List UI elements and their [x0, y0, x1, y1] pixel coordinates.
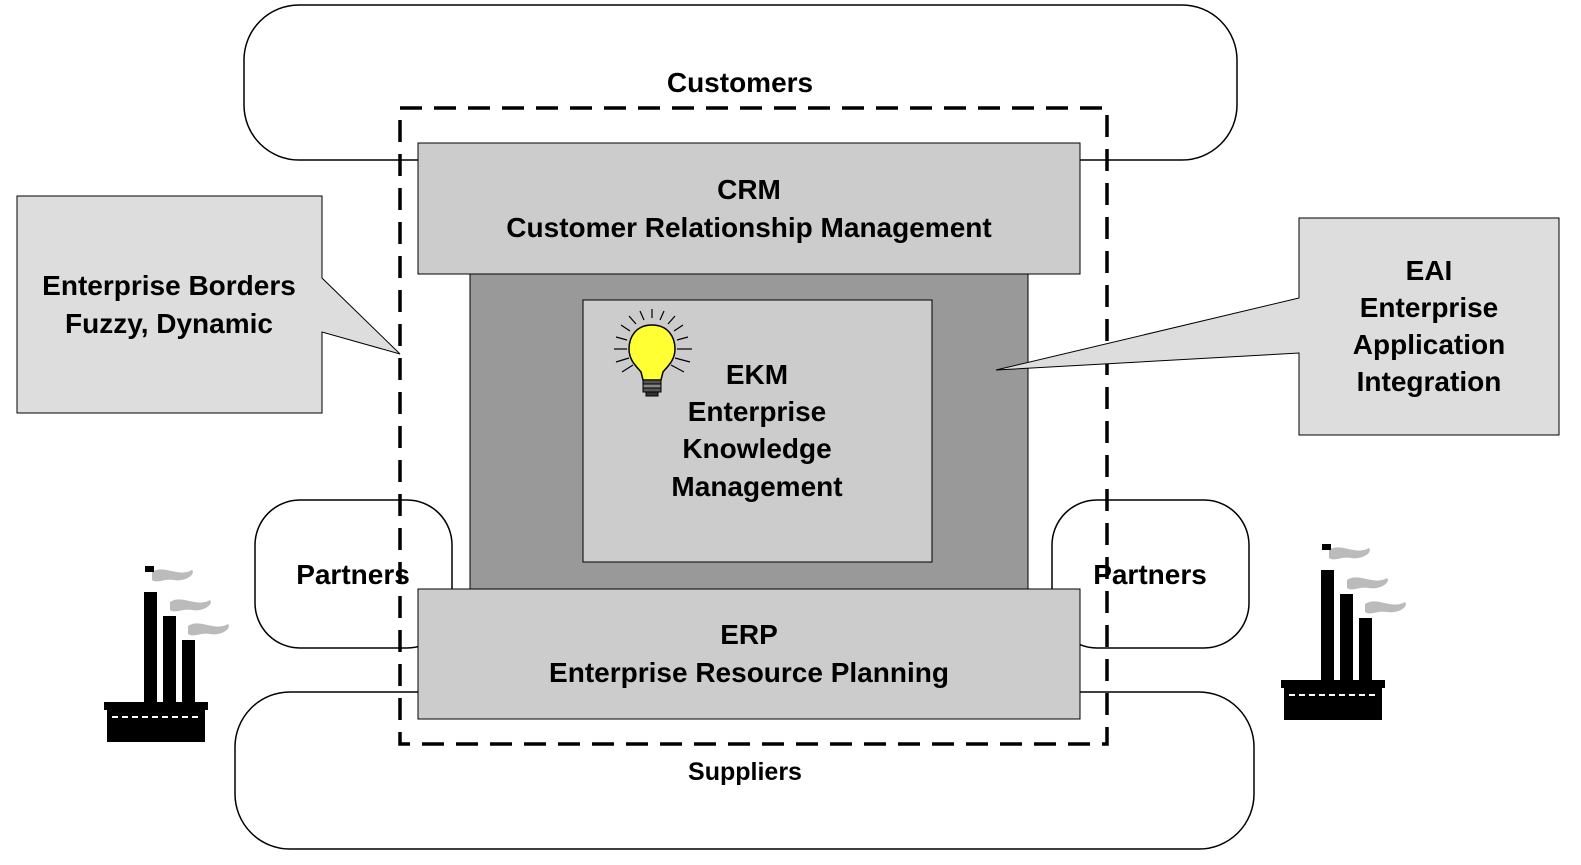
callout-eai-line1: EAI: [1406, 255, 1453, 286]
partners-right-region: [1051, 499, 1250, 649]
callout-eai-line4: Integration: [1357, 366, 1502, 397]
erp-abbr: ERP: [720, 619, 778, 650]
callout-eai: EAI Enterprise Application Integration: [995, 217, 1560, 436]
callout-borders-line1: Enterprise Borders: [42, 270, 296, 301]
ekm-line2: Knowledge: [682, 433, 831, 464]
erp-name: Enterprise Resource Planning: [549, 657, 949, 688]
factory-icon: [104, 566, 229, 742]
suppliers-label: Suppliers: [688, 758, 802, 786]
callout-eai-line2: Enterprise: [1360, 292, 1499, 323]
ekm-line3: Management: [671, 471, 842, 502]
customers-label: Customers: [667, 67, 813, 98]
lightbulb-icon: [614, 309, 692, 397]
enterprise-border: [398, 106, 1109, 746]
partners-right-label: Partners: [1093, 559, 1207, 590]
partners-left-region: [254, 499, 453, 649]
erp-box: [417, 588, 1081, 720]
callout-borders-line2: Fuzzy, Dynamic: [65, 308, 273, 339]
ekm-line1: Enterprise: [688, 396, 827, 427]
ekm-abbr: EKM: [726, 359, 788, 390]
partners-left-label: Partners: [296, 559, 410, 590]
callout-eai-line3: Application: [1353, 329, 1505, 360]
factory-icon: [1281, 544, 1406, 720]
crm-abbr: CRM: [717, 174, 781, 205]
crm-box: [417, 142, 1081, 275]
callout-enterprise-borders: Enterprise Borders Fuzzy, Dynamic: [16, 195, 401, 414]
crm-name: Customer Relationship Management: [506, 212, 991, 243]
